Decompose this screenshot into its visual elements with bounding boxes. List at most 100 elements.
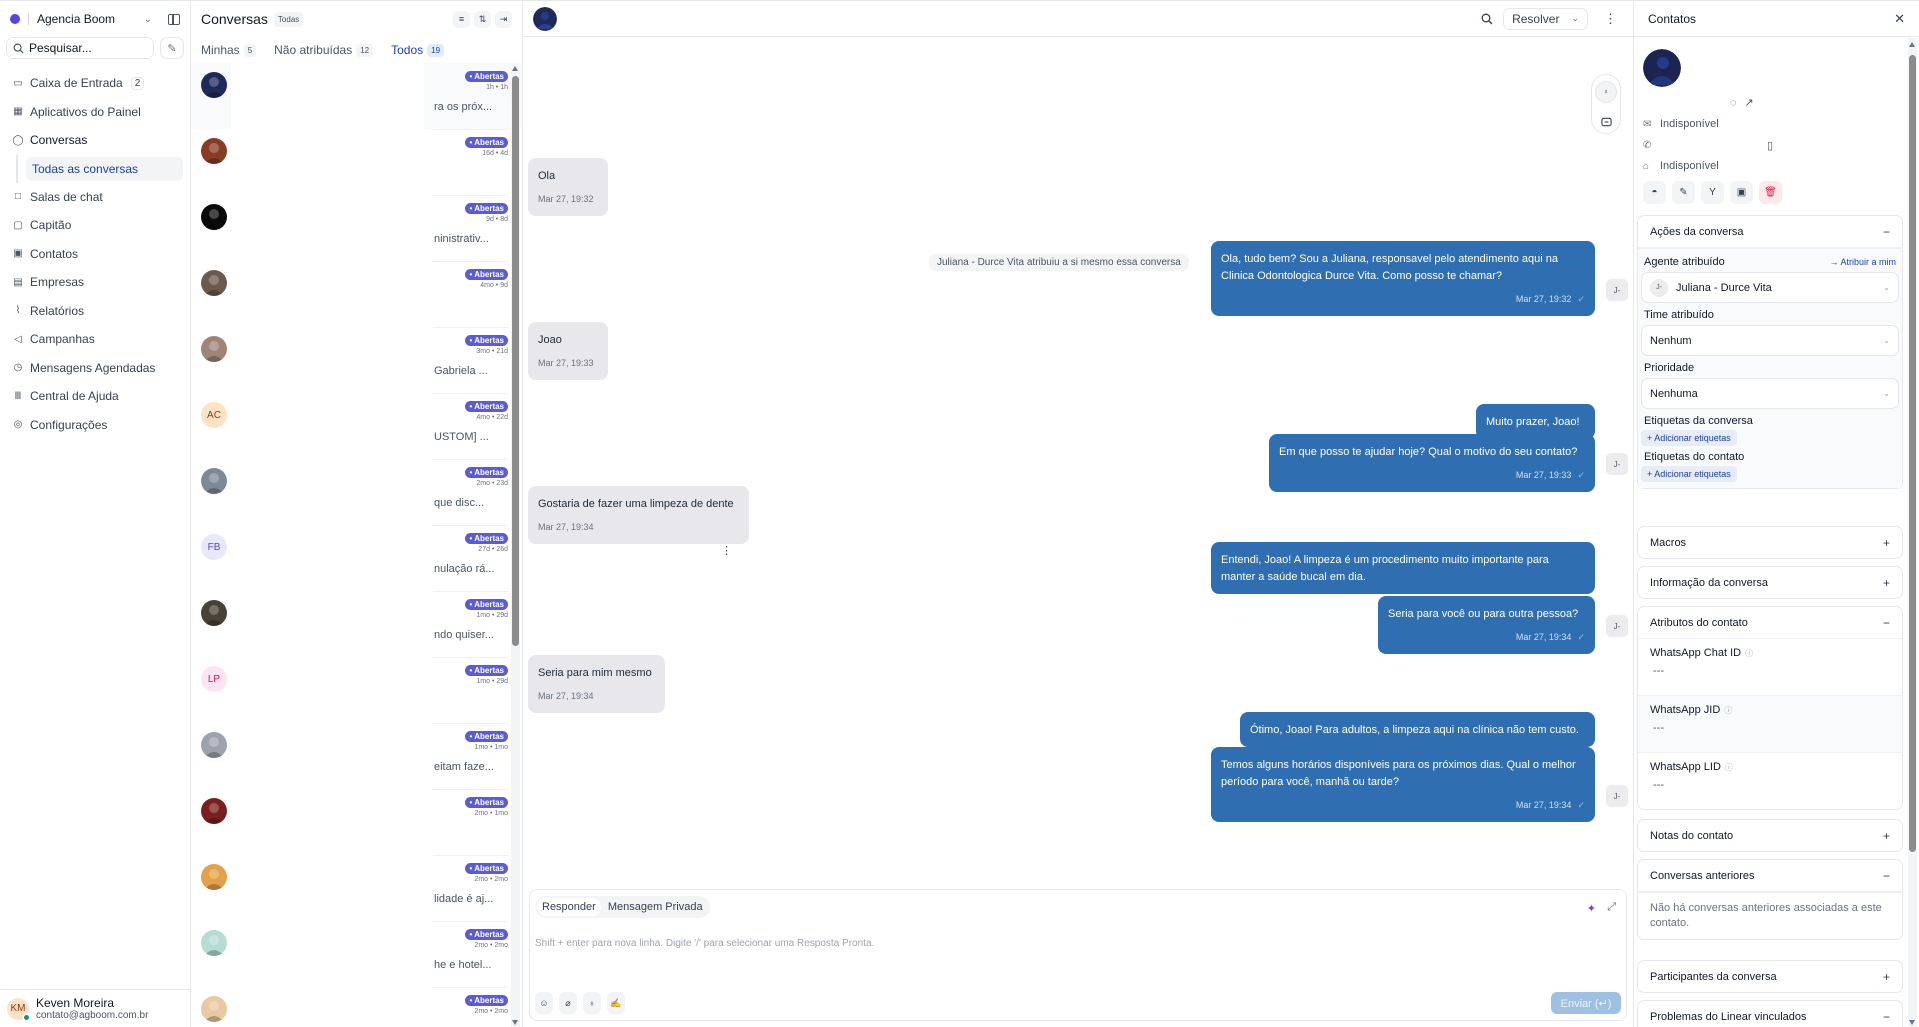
conversation-list-scrollbar[interactable] xyxy=(511,64,520,1027)
outgoing-message[interactable]: Seria para você ou para outra pessoa?Mar… xyxy=(1378,596,1595,654)
conversation-list-item[interactable]: AC • Abertas 4mo • 22d USTOM] ... xyxy=(191,393,522,459)
new-message-button[interactable]: ◓ xyxy=(1643,181,1666,204)
collapse-icon[interactable]: − xyxy=(1882,1009,1890,1024)
conversation-list-item[interactable]: • Abertas 1mo • 1mo eitam faze... xyxy=(191,723,522,789)
conversation-list-item[interactable]: • Abertas 2mo • 1mo xyxy=(191,789,522,855)
scroll-up-arrow-icon[interactable] xyxy=(1909,42,1915,47)
contact-notes-section[interactable]: Notas do contato+ xyxy=(1637,819,1903,852)
open-external-icon[interactable]: ↗ xyxy=(1744,97,1754,109)
sidebar-item-reports[interactable]: ⌇ Relatórios xyxy=(0,297,190,326)
collapse-icon[interactable]: − xyxy=(1882,224,1890,239)
more-options-icon[interactable]: ⋮ xyxy=(1604,10,1617,26)
sort-button[interactable]: ⇅ xyxy=(474,10,491,28)
ai-assist-icon[interactable]: ✦ xyxy=(1586,903,1596,915)
collapse-icon[interactable]: − xyxy=(1882,868,1890,883)
conversation-list-item[interactable]: • Abertas 1h • 1h ra os próx... xyxy=(191,63,522,129)
conversation-list-item[interactable]: • Abertas 1mo • 29d ndo quiser... xyxy=(191,591,522,657)
conversation-list-item[interactable]: • Abertas 2mo • 2mo xyxy=(191,987,522,1027)
conversation-list-item[interactable]: • Abertas 16d • 4d xyxy=(191,129,522,195)
outgoing-message[interactable]: Entendi, Joao! A limpeza é um procedimen… xyxy=(1211,542,1595,594)
block-contact-button[interactable]: ▣ xyxy=(1730,181,1753,204)
section-header[interactable]: Atributos do contato− xyxy=(1638,607,1902,638)
sidebar-item-chat-rooms[interactable]: □ Salas de chat xyxy=(0,183,190,212)
tab-private-note[interactable]: Mensagem Privada xyxy=(607,901,703,913)
outgoing-message[interactable]: Temos alguns horários disponíveis para o… xyxy=(1211,747,1595,822)
sidebar-item-companies[interactable]: ▤ Empresas xyxy=(0,268,190,297)
emoji-icon[interactable]: ☺ xyxy=(535,992,553,1014)
sidebar-item-contacts[interactable]: ▣ Contatos xyxy=(0,240,190,269)
search-input[interactable]: Pesquisar... xyxy=(6,37,154,59)
user-profile-menu[interactable]: KM Keven Moreira contato@agboom.com.br xyxy=(0,989,190,1027)
contact-avatar[interactable] xyxy=(533,6,557,31)
edit-contact-button[interactable]: ✎ xyxy=(1672,181,1695,204)
collapse-icon[interactable]: − xyxy=(1882,615,1890,630)
conversation-list-item[interactable]: • Abertas 2mo • 2mo lidade é aj... xyxy=(191,855,522,921)
sidebar-item-campaigns[interactable]: ◁ Campanhas xyxy=(0,325,190,354)
expand-plus-icon[interactable]: + xyxy=(1882,969,1890,984)
section-header[interactable]: Conversas anteriores− xyxy=(1638,860,1902,891)
contact-info-toggle-icon[interactable] xyxy=(1595,81,1617,103)
chevron-down-icon[interactable]: ⌄ xyxy=(143,13,152,25)
search-icon[interactable] xyxy=(1481,13,1493,25)
send-button[interactable]: Enviar (↵) xyxy=(1551,992,1621,1014)
conversation-list-item[interactable]: • Abertas 2mo • 23d que disc... xyxy=(191,459,522,525)
conversation-list-item[interactable]: • Abertas 4mo • 9d xyxy=(191,261,522,327)
conversation-list-item[interactable]: • Abertas 2mo • 2mo he e hotel... xyxy=(191,921,522,987)
conversation-list-item[interactable]: LP • Abertas 1mo • 29d xyxy=(191,657,522,723)
add-contact-labels-button[interactable]: + Adicionar etiquetas xyxy=(1641,466,1737,482)
sidebar-item-conversations[interactable]: ◯ Conversas xyxy=(0,126,190,155)
outgoing-message[interactable]: Ótimo, Joao! Para adultos, a limpeza aqu… xyxy=(1240,712,1595,747)
sidebar-item-dashboard-apps[interactable]: ▦ Aplicativos do Painel xyxy=(0,98,190,127)
scrollbar-thumb[interactable] xyxy=(1909,55,1916,852)
priority-select[interactable]: Nenhuma ⌄ xyxy=(1641,378,1899,409)
conversation-list-item[interactable]: • Abertas 3mo • 21d Gabriela ... xyxy=(191,327,522,393)
outgoing-message[interactable]: Ola, tudo bem? Sou a Juliana, responsave… xyxy=(1211,241,1595,316)
message-options-icon[interactable]: ⋮ xyxy=(721,545,732,557)
toggle-sidebar-icon[interactable] xyxy=(168,13,180,25)
outgoing-message[interactable]: Em que posso te ajudar hoje? Qual o moti… xyxy=(1269,434,1595,492)
contact-panel-scrollbar[interactable] xyxy=(1908,38,1917,1027)
scroll-down-arrow-icon[interactable] xyxy=(1909,1020,1915,1025)
sidebar-item-inbox[interactable]: ▭ Caixa de Entrada 2 xyxy=(0,69,190,98)
resolve-button[interactable]: Resolver ⌄ xyxy=(1503,7,1588,30)
assigned-team-select[interactable]: Nenhum ⌄ xyxy=(1641,325,1899,356)
compose-button[interactable]: ✎ xyxy=(160,37,184,59)
scrollbar-thumb[interactable] xyxy=(512,76,519,646)
assign-to-me-link[interactable]: → Atribuir a mim xyxy=(1829,257,1896,267)
sidebar-subitem-all-conversations[interactable]: Todas as conversas xyxy=(16,154,190,183)
signature-icon[interactable]: ✍ xyxy=(607,992,625,1014)
linear-issues-section[interactable]: Problemas do Linear vinculados− xyxy=(1637,1000,1903,1027)
account-switcher[interactable]: Agencia Boom ⌄ xyxy=(0,1,190,37)
macros-section[interactable]: Macros+ xyxy=(1637,526,1903,559)
copilot-toggle-icon[interactable] xyxy=(1595,112,1617,133)
microphone-icon[interactable]: ♁ xyxy=(583,992,601,1014)
attachment-icon[interactable]: ⌀ xyxy=(559,992,577,1014)
add-conversation-labels-button[interactable]: + Adicionar etiquetas xyxy=(1641,430,1737,446)
conversation-participants-section[interactable]: Participantes da conversa+ xyxy=(1637,960,1903,993)
scroll-up-arrow-icon[interactable] xyxy=(512,66,518,71)
collapse-list-button[interactable]: ⇥ xyxy=(495,10,512,28)
tab-reply[interactable]: Responder xyxy=(537,898,601,916)
conversation-list-item[interactable]: • Abertas 9d • 8d ninistrativ... xyxy=(191,195,522,261)
message-input[interactable]: Shift + enter para nova linha. Digite '/… xyxy=(535,938,875,949)
copy-icon[interactable]: ▯ xyxy=(1767,140,1774,152)
status-filter-badge[interactable]: Todas xyxy=(273,11,304,27)
expand-plus-icon[interactable]: + xyxy=(1882,828,1890,843)
sidebar-item-scheduled-messages[interactable]: ◷ Mensagens Agendadas xyxy=(0,354,190,383)
conversation-list-item[interactable]: FB • Abertas 27d • 26d nulação rá... xyxy=(191,525,522,591)
section-header[interactable]: Ações da conversa − xyxy=(1638,216,1902,247)
scroll-down-arrow-icon[interactable] xyxy=(512,1020,518,1025)
conversation-info-section[interactable]: Informação da conversa+ xyxy=(1637,566,1903,599)
expand-plus-icon[interactable]: + xyxy=(1882,535,1890,550)
sidebar-item-captain[interactable]: ▢ Capitão xyxy=(0,211,190,240)
expand-icon[interactable]: ⤢ xyxy=(1607,901,1616,913)
chevron-down-icon[interactable]: ⌄ xyxy=(1571,13,1579,23)
